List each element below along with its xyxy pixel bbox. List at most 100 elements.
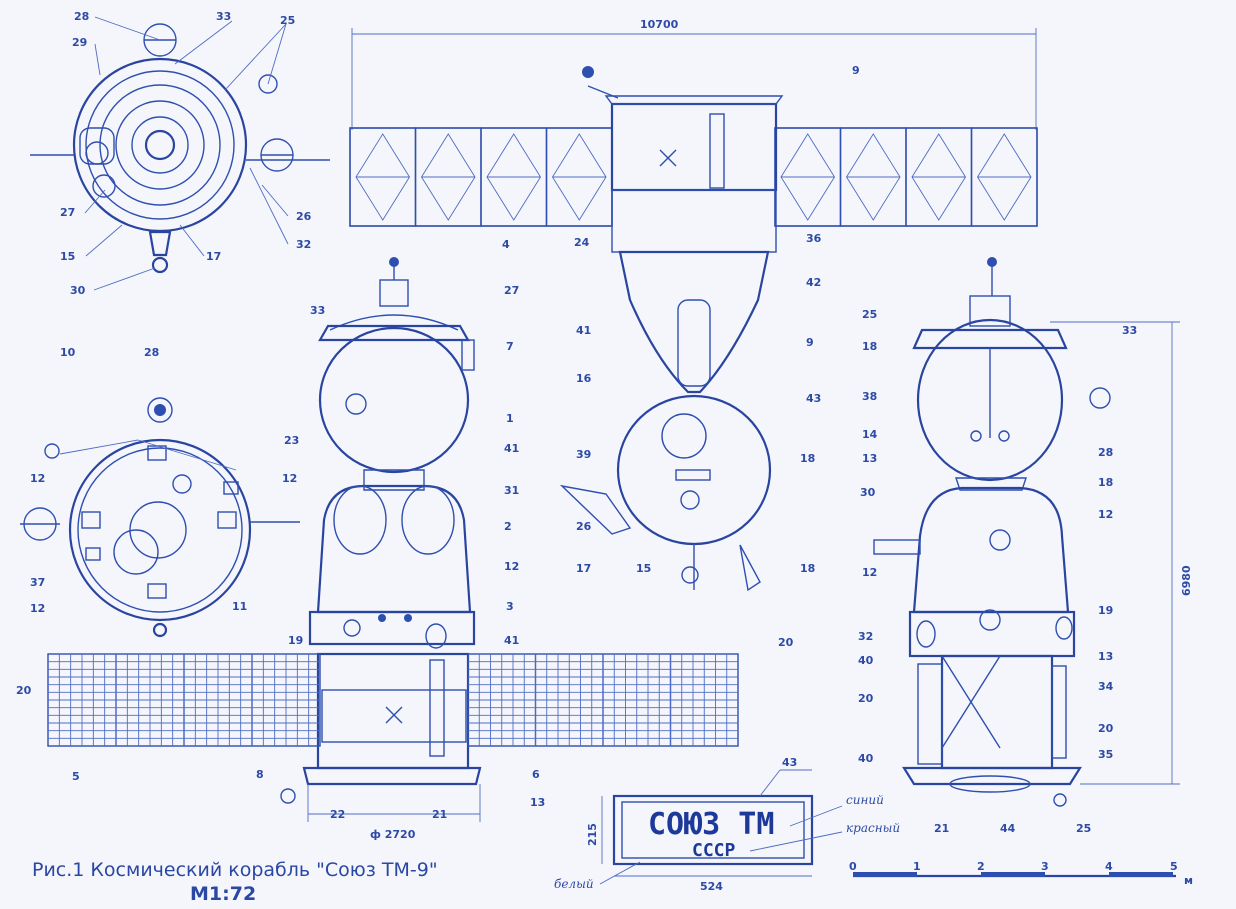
- side-view-right: [873, 257, 1180, 807]
- front-view: [47, 257, 739, 822]
- callout-label: 12: [30, 602, 45, 615]
- plate-red: красный: [846, 821, 900, 835]
- callout-label: 5: [72, 770, 80, 783]
- callout-label: 12: [1098, 508, 1113, 521]
- callout-label: 43: [806, 392, 821, 405]
- scale-tick-4: 4: [1105, 860, 1113, 873]
- callout-label: 20: [778, 636, 794, 649]
- callout-label: 28: [1098, 446, 1113, 459]
- scale-tick-0: 0: [849, 860, 857, 873]
- scale-tick-2: 2: [977, 860, 985, 873]
- callout-label: 12: [282, 472, 297, 485]
- callout-label: 3: [506, 600, 514, 613]
- callout-label: 9: [852, 64, 860, 77]
- callout-label: 27: [504, 284, 519, 297]
- callout-label: 10: [60, 346, 76, 359]
- callout-label: 16: [576, 372, 592, 385]
- callout-label: 35: [1098, 748, 1113, 761]
- callout-label: 41: [504, 634, 519, 647]
- callout-label: 13: [862, 452, 877, 465]
- callout-label: 22: [330, 808, 345, 821]
- callout-label: 41: [504, 442, 519, 455]
- callout-label: 26: [296, 210, 312, 223]
- callout-label: 34: [1098, 680, 1114, 693]
- plate-blue: синий: [846, 793, 884, 807]
- callout-label: 17: [206, 250, 221, 263]
- callout-label: 21: [432, 808, 447, 821]
- callout-label: 19: [288, 634, 303, 647]
- callout-label: 40: [858, 752, 874, 765]
- callout-label: 15: [636, 562, 651, 575]
- plate-white: белый: [554, 877, 594, 891]
- callout-label: 13: [1098, 650, 1113, 663]
- callout-label: 20: [1098, 722, 1114, 735]
- callout-label: 8: [256, 768, 264, 781]
- callout-label: 30: [860, 486, 876, 499]
- callout-label: 42: [806, 276, 821, 289]
- callout-label: 12: [862, 566, 877, 579]
- callout-label: 31: [504, 484, 519, 497]
- scale-tick-3: 3: [1041, 860, 1049, 873]
- callout-label: 27: [60, 206, 75, 219]
- callout-label: 9: [806, 336, 814, 349]
- callout-label: 33: [216, 10, 231, 23]
- callout-label: 6: [532, 768, 540, 781]
- callout-label: 18: [800, 452, 815, 465]
- callout-label: 4: [502, 238, 510, 251]
- callout-label: 36: [806, 232, 822, 245]
- callout-label: 26: [576, 520, 592, 533]
- callout-label: 18: [800, 562, 815, 575]
- scale-tick-1: 1: [913, 860, 921, 873]
- top-view: [30, 16, 330, 291]
- dim-diameter: ф 2720: [370, 828, 416, 841]
- callout-label: 32: [858, 630, 873, 643]
- callout-label: 28: [144, 346, 159, 359]
- callout-label: 37: [30, 576, 45, 589]
- callout-label: 2: [504, 520, 512, 533]
- callout-label: 39: [576, 448, 591, 461]
- callout-label: 1: [506, 412, 514, 425]
- callout-label: 25: [862, 308, 877, 321]
- callout-label: 38: [862, 390, 877, 403]
- callout-label: 33: [310, 304, 325, 317]
- callout-label: 41: [576, 324, 591, 337]
- callout-label: 7: [506, 340, 514, 353]
- plate-line1: СОЮЗ ТМ: [648, 807, 774, 842]
- callout-label: 15: [60, 250, 75, 263]
- callout-label: 25: [1076, 822, 1091, 835]
- callout-label: 13: [530, 796, 545, 809]
- dim-plate-height: 215: [586, 823, 599, 846]
- name-plate: [599, 769, 843, 885]
- callout-label: 19: [1098, 604, 1113, 617]
- caption-title: Рис.1 Космический корабль "Союз ТМ-9": [32, 859, 438, 881]
- dim-span: 10700: [640, 18, 679, 31]
- callout-label: 33: [1122, 324, 1137, 337]
- scale-tick-5: 5: [1170, 860, 1178, 873]
- callout-label: 30: [70, 284, 86, 297]
- callout-label: 44: [1000, 822, 1016, 835]
- callout-label: 12: [504, 560, 519, 573]
- plate-line2: СССР: [692, 840, 736, 861]
- callout-label: 12: [30, 472, 45, 485]
- callout-label: 20: [858, 692, 874, 705]
- callout-label: 23: [284, 434, 299, 447]
- scale-unit: м: [1184, 874, 1193, 887]
- callout-label: 18: [862, 340, 877, 353]
- dim-height: 6980: [1180, 565, 1193, 596]
- callout-label: 43: [782, 756, 797, 769]
- side-view-main: [349, 28, 1038, 592]
- callout-label: 32: [296, 238, 311, 251]
- callout-label: 25: [280, 14, 295, 27]
- caption-scale: М1:72: [190, 883, 256, 905]
- dim-plate-width: 524: [700, 880, 723, 893]
- callout-label: 21: [934, 822, 949, 835]
- callout-label: 17: [576, 562, 591, 575]
- callout-label: 24: [574, 236, 590, 249]
- callout-label: 11: [232, 600, 247, 613]
- callout-label: 29: [72, 36, 87, 49]
- scale-bar: [853, 872, 1176, 878]
- callout-label: 14: [862, 428, 878, 441]
- rear-view: [20, 397, 300, 638]
